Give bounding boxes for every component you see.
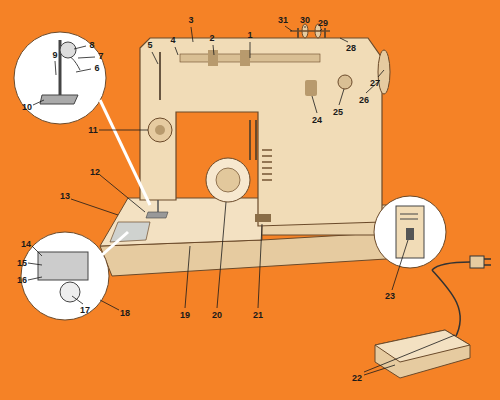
callout-number: 24 xyxy=(312,116,322,125)
callout-number: 12 xyxy=(90,168,100,177)
callout-number: 1 xyxy=(247,31,252,40)
callout-number: 22 xyxy=(352,374,362,383)
callout-number: 14 xyxy=(21,240,31,249)
callout-number: 2 xyxy=(209,34,214,43)
callout-number: 19 xyxy=(180,311,190,320)
callout-number: 4 xyxy=(170,36,175,45)
callout-number: 17 xyxy=(80,306,90,315)
callout-number: 3 xyxy=(188,16,193,25)
callout-number: 29 xyxy=(318,19,328,28)
callout-number: 21 xyxy=(253,311,263,320)
callout-number: 16 xyxy=(17,276,27,285)
callout-number: 25 xyxy=(333,108,343,117)
callout-number: 8 xyxy=(89,41,94,50)
callout-number: 20 xyxy=(212,311,222,320)
callout-number: 26 xyxy=(359,96,369,105)
callout-number: 13 xyxy=(60,192,70,201)
callout-number: 15 xyxy=(17,259,27,268)
callout-number: 18 xyxy=(120,309,130,318)
callout-number: 10 xyxy=(22,103,32,112)
callout-number: 31 xyxy=(278,16,288,25)
callout-number: 28 xyxy=(346,44,356,53)
callout-number: 23 xyxy=(385,292,395,301)
callout-number: 5 xyxy=(147,41,152,50)
callout-number: 30 xyxy=(300,16,310,25)
callout-number: 9 xyxy=(52,51,57,60)
callout-number: 27 xyxy=(370,79,380,88)
callout-number: 7 xyxy=(98,52,103,61)
callout-number: 11 xyxy=(88,126,98,135)
callout-number: 6 xyxy=(94,64,99,73)
